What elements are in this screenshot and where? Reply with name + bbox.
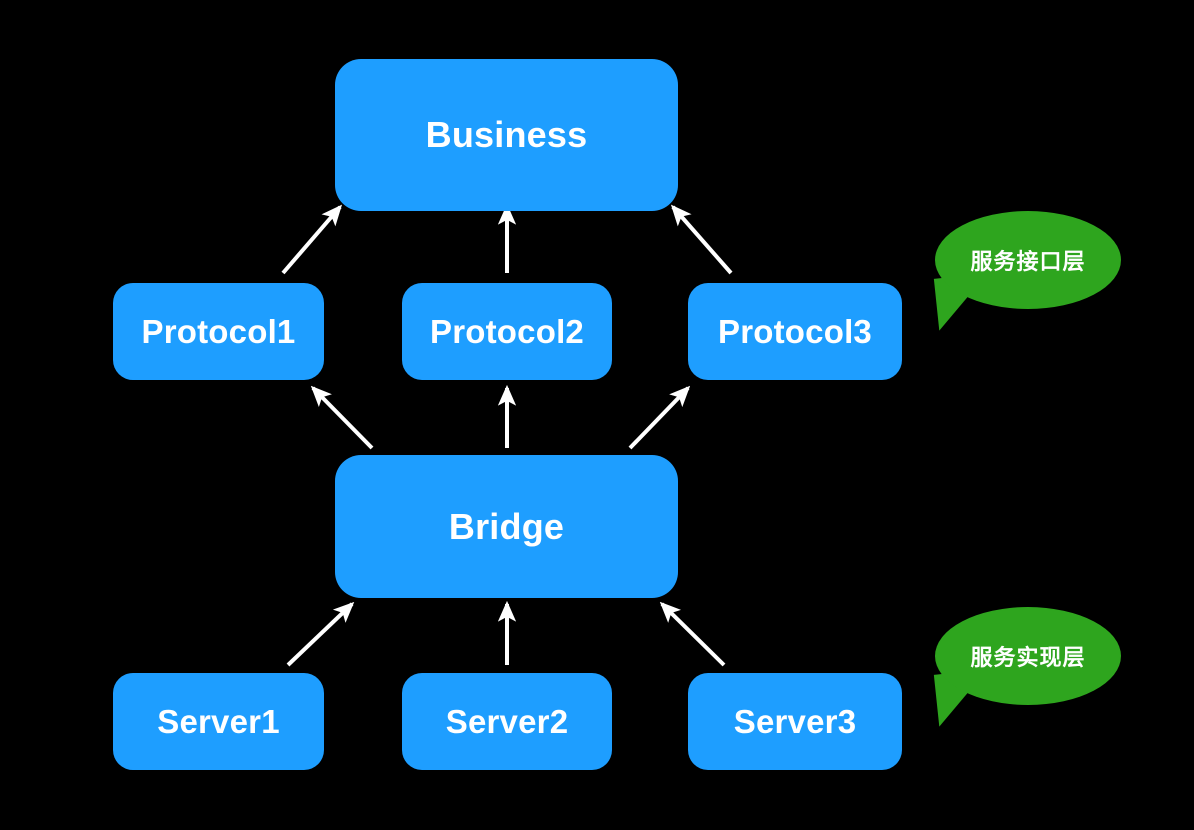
node-protocol2[interactable]: Protocol2 [402, 283, 612, 380]
node-protocol1[interactable]: Protocol1 [113, 283, 324, 380]
callout-label: 服务实现层 [970, 645, 1086, 670]
node-server2[interactable]: Server2 [402, 673, 612, 770]
callout-service-implementation-layer: 服务实现层 [933, 607, 1121, 727]
node-bridge[interactable]: Bridge [335, 455, 678, 598]
callout-label: 服务接口层 [970, 249, 1086, 274]
edge-bridge-protocol1 [310, 385, 374, 450]
edge-protocol1-business [281, 204, 343, 275]
edge-protocol3-business [670, 204, 733, 275]
callout-bubble-shape [935, 607, 1121, 705]
edge-server1-bridge [286, 601, 355, 667]
edge-bridge-protocol3 [628, 385, 691, 450]
edge-server3-bridge [659, 601, 726, 667]
node-business[interactable]: Business [335, 59, 678, 211]
node-protocol3[interactable]: Protocol3 [688, 283, 902, 380]
node-server1[interactable]: Server1 [113, 673, 324, 770]
callout-service-interface-layer: 服务接口层 [933, 211, 1121, 331]
callout-bubble-shape [935, 211, 1121, 309]
node-server3[interactable]: Server3 [688, 673, 902, 770]
